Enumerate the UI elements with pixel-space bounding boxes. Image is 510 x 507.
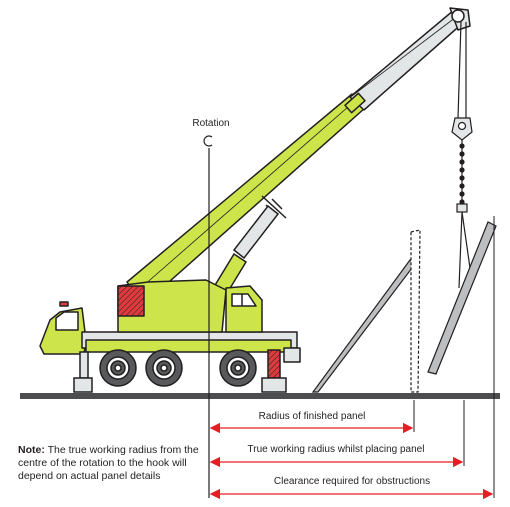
chain-link	[459, 199, 465, 205]
rotation-label: Rotation	[192, 118, 229, 129]
chain-link	[459, 175, 465, 181]
wheel	[219, 349, 257, 387]
extension-lines	[413, 216, 495, 498]
true-working-radius-label: True working radius whilst placing panel	[248, 444, 425, 455]
clearance-label: Clearance required for obstructions	[274, 476, 430, 487]
outriggers	[73, 349, 287, 393]
crane-wheels	[99, 349, 257, 387]
note-title: Note:	[18, 444, 45, 456]
chain-link	[459, 143, 465, 149]
chain-link	[459, 183, 465, 189]
crane-boom	[126, 7, 471, 306]
radius-finished-label: Radius of finished panel	[259, 411, 366, 422]
lifting-sling	[456, 203, 471, 289]
crane-carrier	[39, 279, 301, 363]
dimension-arrows	[209, 422, 494, 500]
chain-link	[459, 159, 465, 165]
chain-link	[459, 191, 465, 197]
note-body: The true working radius from the centre …	[18, 444, 199, 482]
ground	[20, 393, 500, 399]
chain-link	[459, 151, 465, 157]
chain-link	[459, 167, 465, 173]
note-text: Note: The true working radius from the c…	[18, 444, 208, 483]
rotation-axis	[203, 135, 213, 498]
hook-chain	[459, 143, 465, 205]
panels	[311, 221, 497, 393]
wheel	[99, 349, 137, 387]
wheel	[145, 349, 183, 387]
